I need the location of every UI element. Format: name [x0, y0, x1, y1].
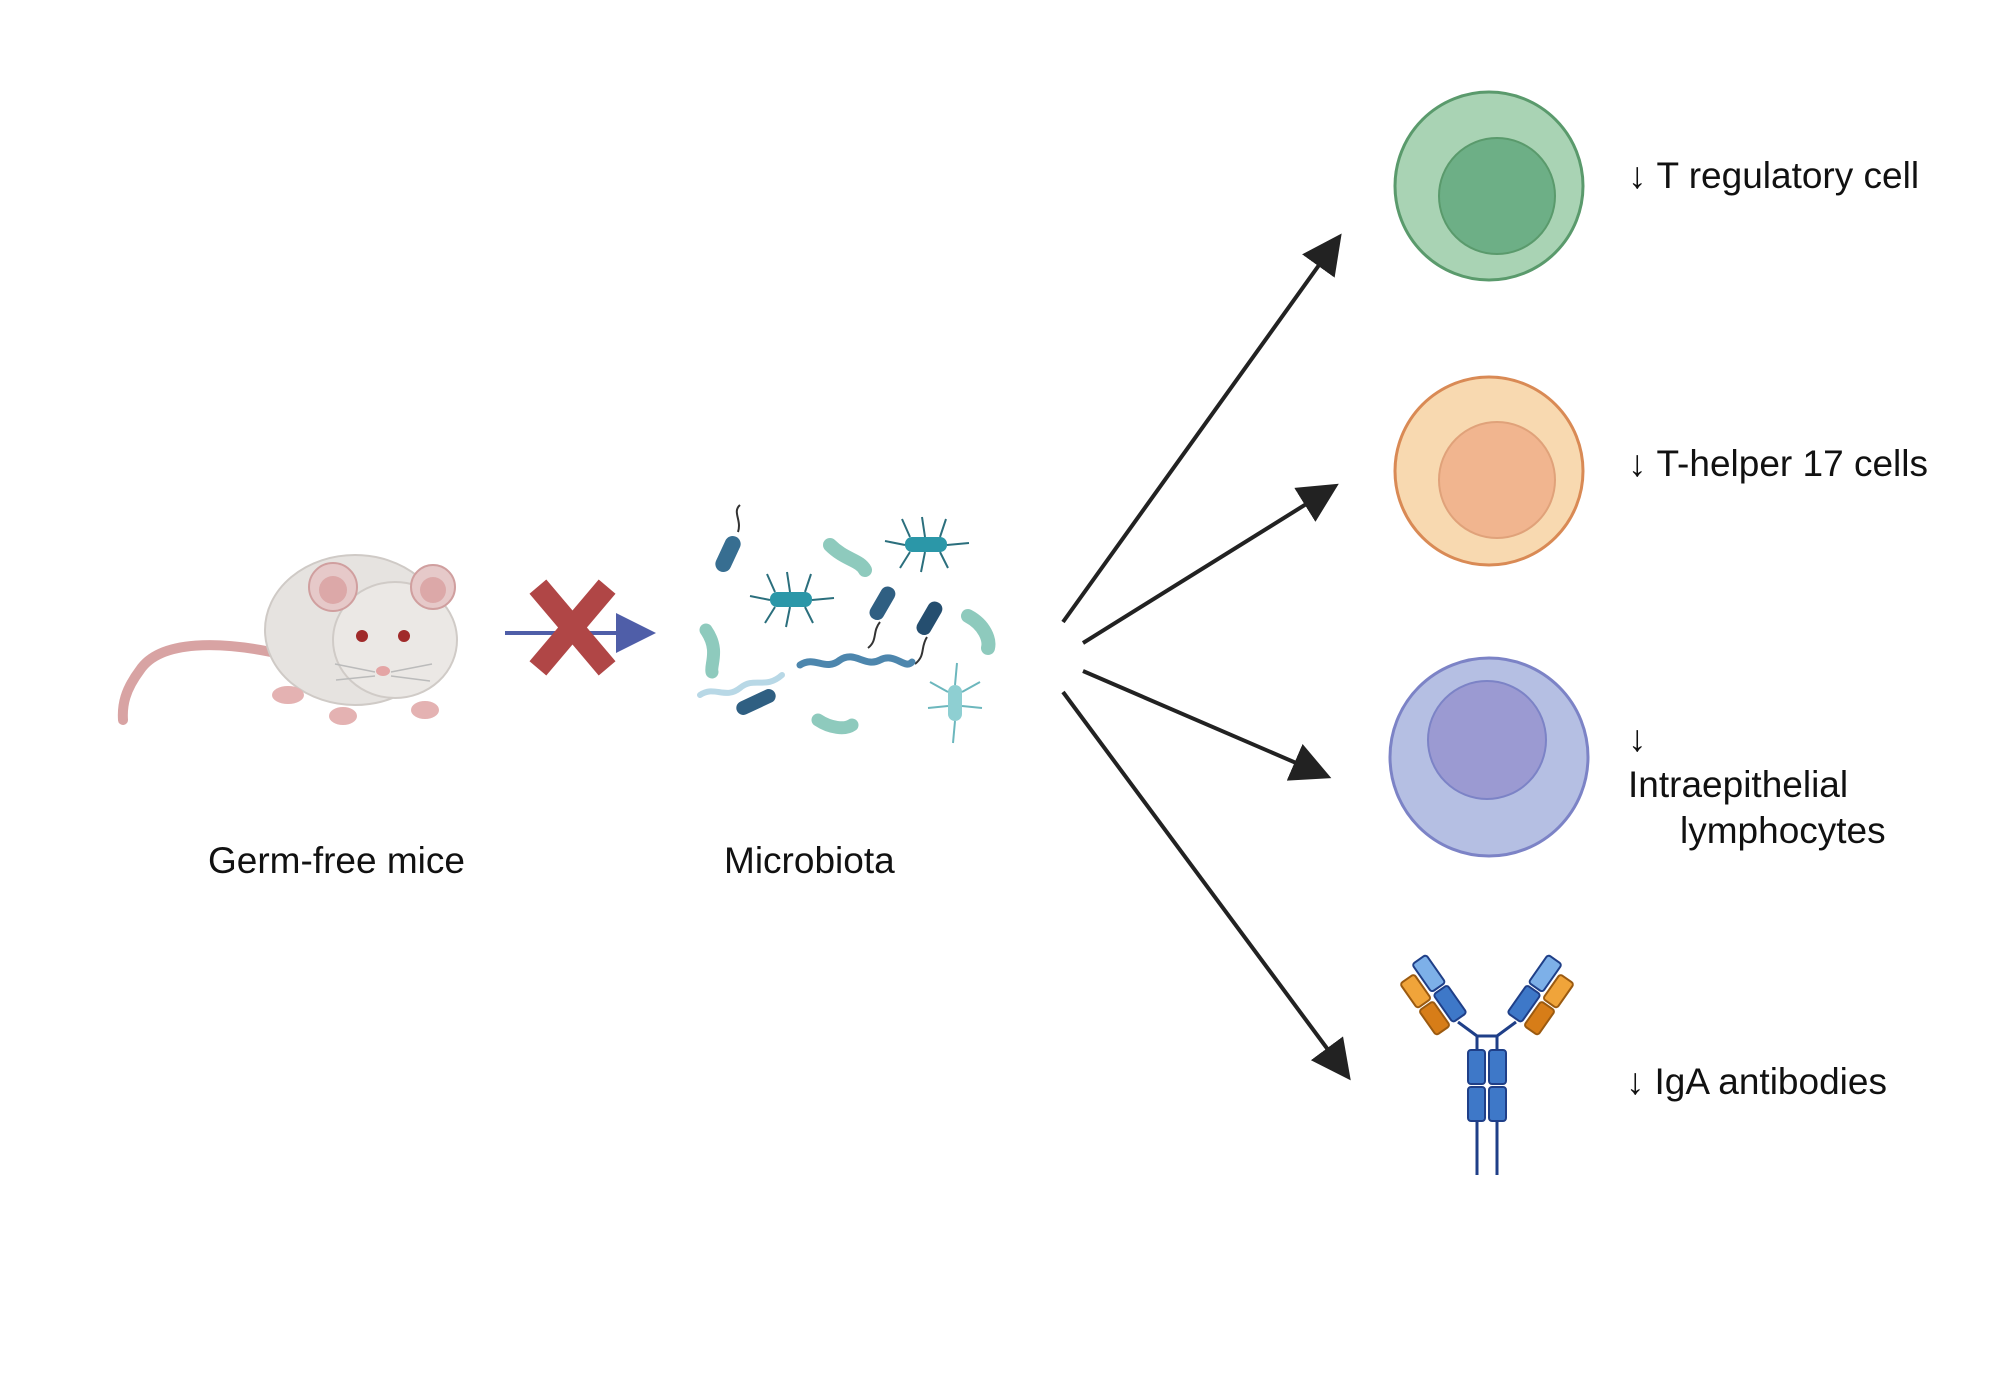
- mouse-icon: [117, 554, 458, 725]
- down-arrow-icon: ↓: [1626, 1061, 1645, 1102]
- treg-cell-icon: [1393, 90, 1585, 282]
- outcome-iel-line1: Intraepithelial: [1628, 764, 1849, 805]
- outcome-iga: ↓IgA antibodies: [1626, 1059, 1887, 1105]
- outcome-treg-text: T regulatory cell: [1656, 155, 1920, 196]
- bacteria-cluster-icon: [697, 504, 996, 744]
- antibody-icon: [1400, 954, 1574, 1175]
- iel-cell-icon: [1388, 656, 1590, 858]
- outcome-th17: ↓T-helper 17 cells: [1628, 441, 1928, 487]
- outcome-treg: ↓T regulatory cell: [1628, 153, 1919, 199]
- outcome-iel-line2: lymphocytes: [1680, 810, 1886, 851]
- microbiota-label: Microbiota: [724, 840, 895, 881]
- outcome-th17-text: T-helper 17 cells: [1656, 443, 1928, 484]
- down-arrow-icon: ↓: [1628, 155, 1647, 196]
- down-arrow-icon: ↓: [1628, 443, 1647, 484]
- outcome-iel-arrow: ↓: [1628, 718, 1647, 759]
- mouse-label: Germ-free mice: [208, 840, 465, 881]
- outcome-iga-text: IgA antibodies: [1654, 1061, 1887, 1102]
- fan-arrows: [1061, 233, 1351, 1081]
- cross-icon: [529, 579, 616, 676]
- th17-cell-icon: [1393, 375, 1585, 567]
